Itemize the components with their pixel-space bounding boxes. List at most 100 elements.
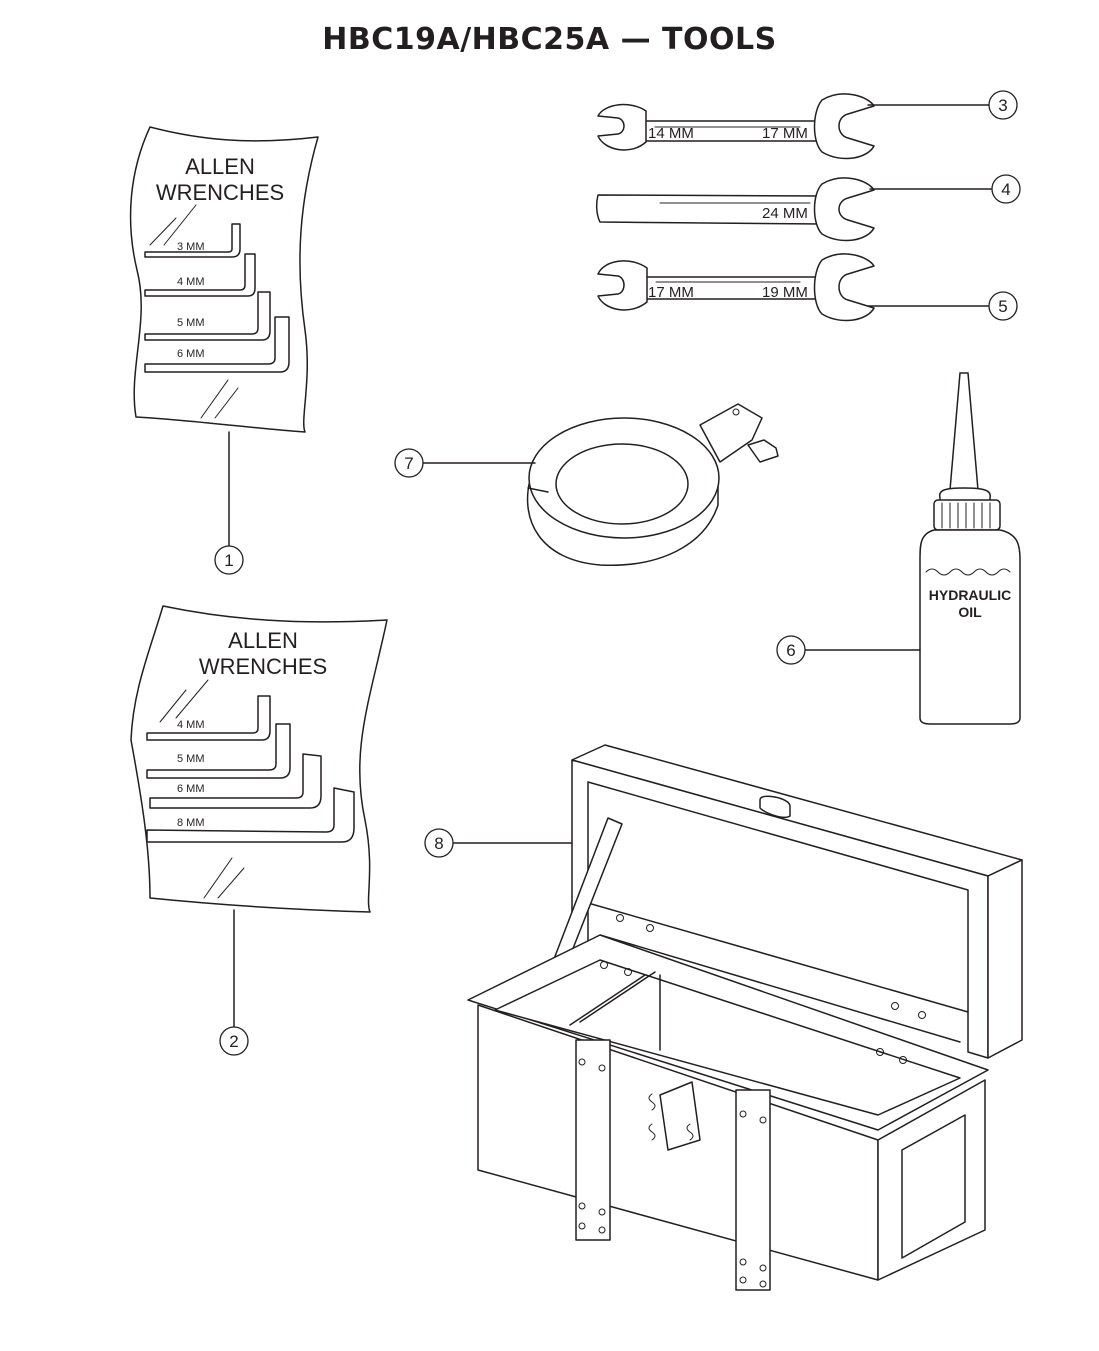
- lever-hole: [732, 408, 740, 416]
- rivet: [598, 1226, 606, 1234]
- leader-lines: [159, 679, 209, 723]
- rivet: [899, 1056, 907, 1064]
- wrench-head: [813, 177, 875, 242]
- rivet: [598, 1208, 606, 1216]
- open-end-wrench-14-17: 14 MM 17 MM 3: [597, 90, 1018, 160]
- bottle-label-line2: OIL: [958, 604, 982, 620]
- callout-1: [214, 545, 244, 575]
- oil-level-wave: [925, 568, 1011, 576]
- callout-6: [776, 635, 806, 665]
- allen-key-5mm: [144, 291, 271, 341]
- wrench-size-right: 17 MM: [762, 125, 808, 142]
- single-open-wrench-24: 24 MM 4: [595, 174, 1021, 242]
- size-label: 8 MM: [177, 817, 205, 829]
- front-cleat-right: [735, 1089, 771, 1291]
- callout-number: 1: [224, 551, 233, 570]
- size-label: 5 MM: [177, 753, 205, 765]
- rivet: [578, 1222, 586, 1230]
- divider: [569, 971, 656, 1026]
- callout-8: [424, 828, 454, 858]
- size-label: 6 MM: [177, 348, 205, 360]
- open-end-wrench-17-19: 17 MM 19 MM 5: [597, 253, 1018, 322]
- page-title: HBC19A/HBC25A — TOOLS: [322, 22, 777, 57]
- size-label: 3 MM: [177, 241, 205, 253]
- box-end: [877, 1079, 986, 1281]
- rivet: [759, 1264, 767, 1272]
- rivet: [624, 968, 632, 976]
- allen-key-8mm: [146, 787, 355, 843]
- rivet: [739, 1258, 747, 1266]
- wrench-size-left: 14 MM: [648, 125, 694, 142]
- lid-latch: [759, 795, 791, 819]
- allen-key-4mm: [146, 695, 271, 741]
- callout-number: 4: [1001, 180, 1010, 199]
- rivet: [616, 914, 624, 922]
- bag-outline: [129, 126, 319, 433]
- wrench-head-small: [597, 103, 647, 151]
- size-label: 6 MM: [177, 783, 205, 795]
- rivet: [578, 1202, 586, 1210]
- callout-number: 6: [786, 641, 795, 660]
- callout-3: [988, 90, 1018, 120]
- allen-key-3mm: [144, 223, 241, 258]
- wrench-size-right: 19 MM: [762, 284, 808, 301]
- rivet: [600, 961, 608, 969]
- bottle-body: [919, 529, 1021, 725]
- allen-key-5mm: [146, 723, 291, 779]
- front-cleat-left: [575, 1039, 611, 1241]
- rivet: [759, 1116, 767, 1124]
- end-handle-frame: [901, 1114, 966, 1259]
- latch-springs: [648, 1093, 694, 1141]
- callout-number: 3: [998, 96, 1007, 115]
- allen-key-6mm: [149, 753, 322, 809]
- lid-top-edge: [571, 744, 1023, 877]
- box-opening: [494, 959, 961, 1116]
- rivet: [646, 924, 654, 932]
- clamp-ring: 7: [394, 403, 779, 566]
- bag-heading-line2: WRENCHES: [199, 654, 327, 679]
- wing-nut: [747, 439, 779, 463]
- wrench-size-left: 17 MM: [648, 284, 694, 301]
- lid-rail: [587, 902, 969, 1013]
- bag-heading-line1: ALLEN: [185, 154, 255, 179]
- hinge-bar: [599, 934, 961, 1043]
- wrench-size: 24 MM: [762, 205, 808, 222]
- rivet: [759, 1280, 767, 1288]
- wrench-handle: [595, 194, 823, 225]
- hydraulic-oil-bottle: HYDRAULIC OIL 6: [776, 372, 1021, 725]
- size-label: 5 MM: [177, 317, 205, 329]
- bottle-nozzle: [949, 372, 979, 491]
- bag-shine: [200, 379, 239, 419]
- wrench-head-small: [597, 260, 648, 311]
- size-label: 4 MM: [177, 276, 205, 288]
- rivet: [918, 1011, 926, 1019]
- wrench-head-large: [813, 93, 875, 160]
- allen-wrench-set-2: ALLEN WRENCHES 4 MM 5 MM 6 MM 8 MM 2: [130, 605, 388, 1056]
- allen-wrench-set-1: ALLEN WRENCHES 3 MM 4 MM 5 MM 6 MM 1: [129, 126, 319, 575]
- rivet: [739, 1110, 747, 1118]
- callout-number: 8: [434, 834, 443, 853]
- callout-number: 7: [404, 454, 413, 473]
- bag-heading-line2: WRENCHES: [156, 180, 284, 205]
- callout-number: 2: [229, 1032, 238, 1051]
- ring-hole: [555, 443, 689, 525]
- rivet: [876, 1048, 884, 1056]
- rivet: [739, 1276, 747, 1284]
- cap-ridges: [941, 502, 991, 529]
- bag-shine: [203, 857, 245, 899]
- allen-key-4mm: [144, 253, 256, 297]
- leader-lines: [149, 204, 197, 246]
- size-label: 4 MM: [177, 719, 205, 731]
- bottle-label-line1: HYDRAULIC: [929, 587, 1011, 603]
- callout-4: [991, 174, 1021, 204]
- front-latch: [659, 1081, 701, 1151]
- bag-outline: [130, 605, 388, 913]
- callout-5: [988, 291, 1018, 321]
- lid-side: [987, 859, 1023, 1059]
- wrench-head-large: [813, 253, 875, 322]
- callout-7: [394, 448, 424, 478]
- bag-heading-line1: ALLEN: [228, 628, 298, 653]
- allen-key-6mm: [144, 316, 290, 373]
- rivet: [578, 1058, 586, 1066]
